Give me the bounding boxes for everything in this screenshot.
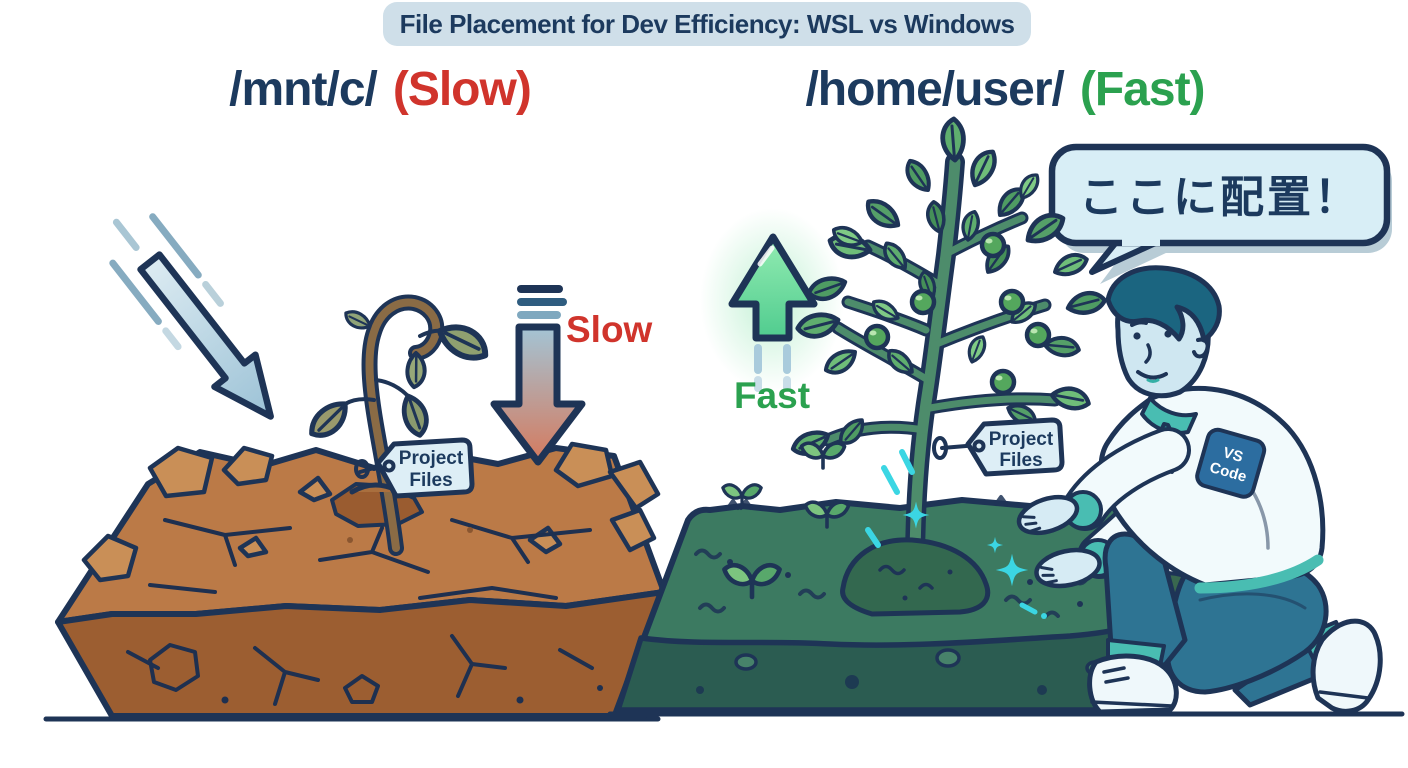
project-files-tag-left: Project Files — [354, 437, 475, 499]
healthy-tree — [790, 118, 1106, 580]
back-sneaker — [1310, 618, 1383, 714]
speech-bubble: ここに配置！ — [1048, 143, 1392, 284]
down-arrow-icon — [490, 285, 586, 466]
tag-right-line1: Project — [989, 429, 1054, 450]
left-heading: /mnt/c/ (Slow) — [130, 62, 630, 117]
fast-label: Fast — [734, 375, 810, 416]
tag-right-line2: Files — [999, 450, 1042, 471]
developer-person: VS Code — [1016, 265, 1383, 715]
project-files-tag-right: Project Files — [932, 417, 1065, 477]
left-path-label: /mnt/c/ — [229, 63, 378, 116]
speech-bubble-text: ここに配置！ — [1079, 173, 1361, 222]
person-head — [1105, 265, 1222, 399]
sparkles — [865, 449, 1047, 619]
soil-cracks — [126, 518, 594, 706]
up-arrow-icon — [700, 208, 844, 392]
title-banner: File Placement for Dev Efficiency: WSL v… — [383, 2, 1031, 46]
planting-mound — [840, 537, 991, 617]
tag-left-line1: Project — [399, 448, 464, 469]
dry-soil-block — [55, 441, 667, 719]
right-status-label: (Fast) — [1079, 63, 1206, 116]
falling-arrow-icon — [109, 213, 274, 420]
left-scene: Project Files Slow — [43, 213, 667, 722]
badge-line1: VS — [1221, 444, 1245, 466]
vs-code-badge: VS Code — [1195, 427, 1267, 499]
slow-label: Slow — [566, 309, 653, 350]
right-scene: ここに配置！ — [607, 118, 1405, 717]
right-path-label: /home/user/ — [805, 63, 1064, 116]
page-title: File Placement for Dev Efficiency: WSL v… — [399, 8, 1015, 39]
tag-left-line2: Files — [409, 470, 452, 491]
right-heading: /home/user/ (Fast) — [730, 62, 1280, 117]
left-status-label: (Slow) — [392, 63, 532, 116]
